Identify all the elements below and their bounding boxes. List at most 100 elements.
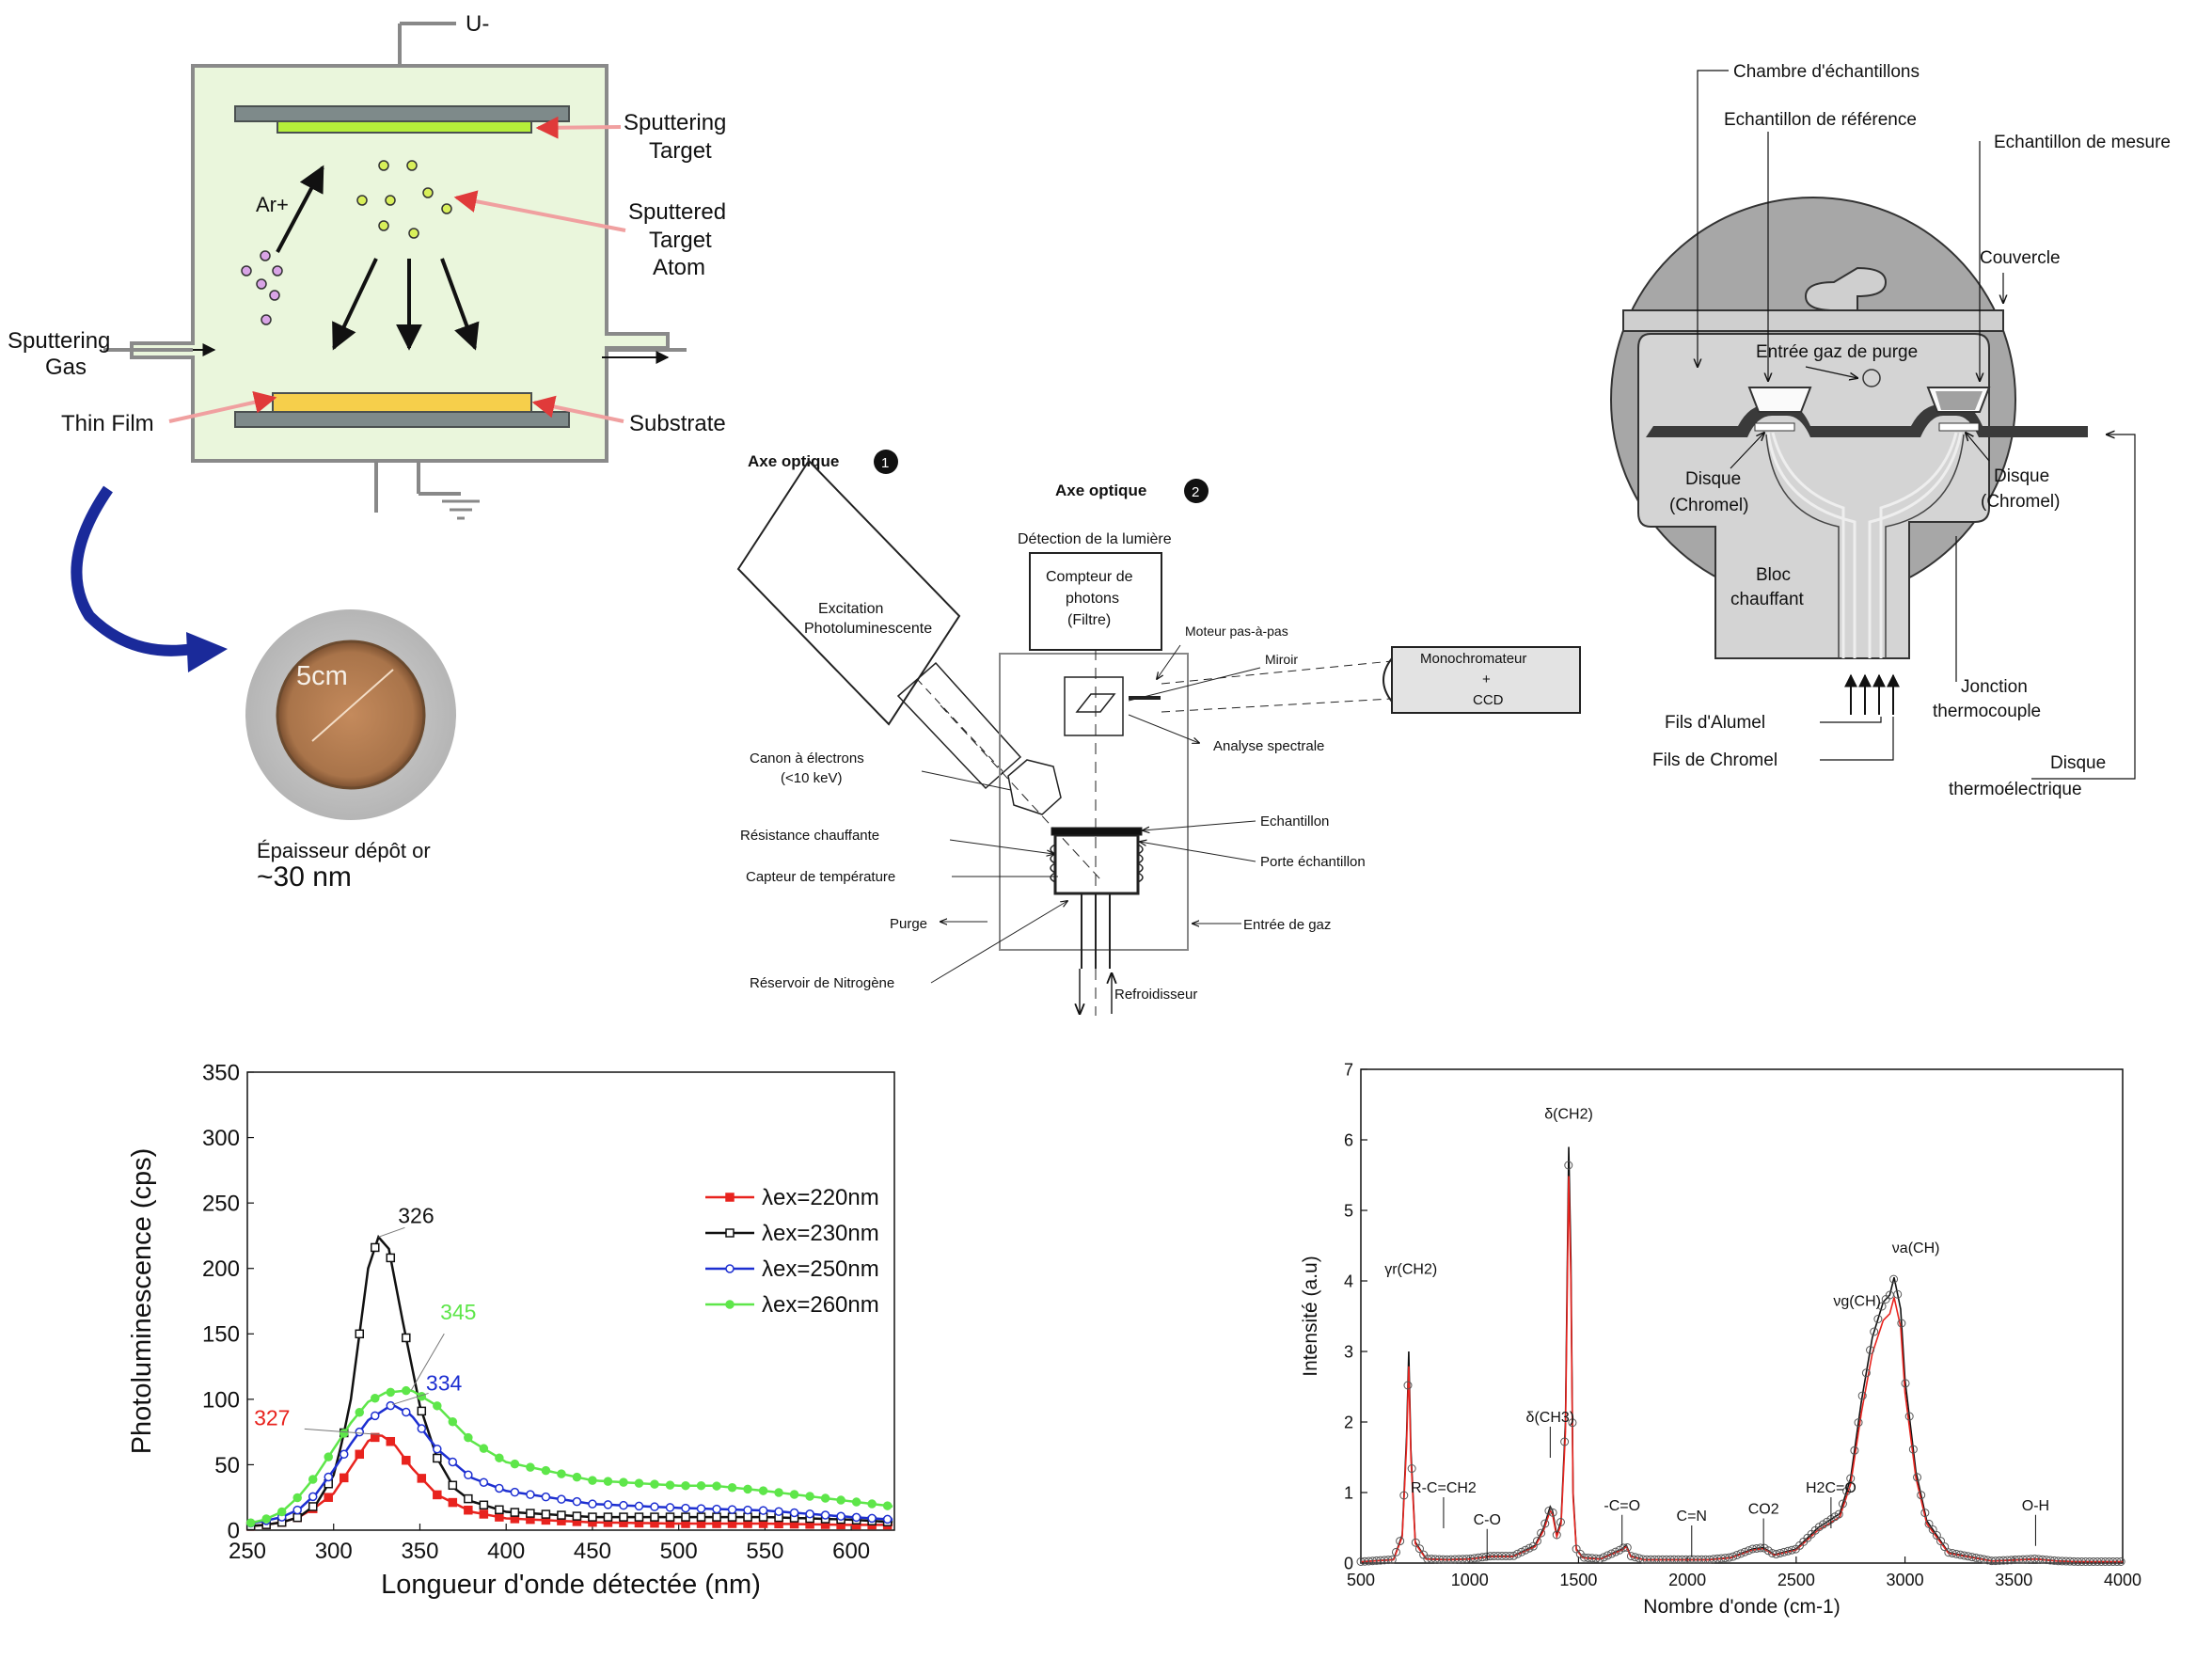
data-point xyxy=(634,1478,644,1488)
data-point xyxy=(479,1500,489,1510)
data-point xyxy=(1396,1537,1405,1546)
data-point xyxy=(292,1512,302,1523)
peak-annotation: C-O xyxy=(1474,1512,1501,1528)
right-chromel-disk xyxy=(1938,422,1980,432)
plot-frame xyxy=(246,1071,895,1531)
data-point xyxy=(495,1505,504,1515)
data-point xyxy=(1591,1554,1601,1563)
motor-label: Moteur pas-à-pas xyxy=(1185,624,1288,639)
sputtered-atoms xyxy=(356,160,452,239)
gun-label-1: Canon à électrons xyxy=(750,750,864,766)
data-point xyxy=(355,1408,365,1417)
y-tick-label: 2 xyxy=(1344,1413,1353,1431)
ground-symbol xyxy=(442,499,480,520)
mono-label-1: Monochromateur xyxy=(1420,651,1526,667)
data-point xyxy=(541,1509,551,1519)
data-point xyxy=(495,1512,504,1522)
data-point xyxy=(1971,1553,1981,1562)
data-point xyxy=(448,1497,458,1508)
x-tick-label: 450 xyxy=(574,1539,611,1564)
peak-label: 327 xyxy=(254,1405,290,1430)
peak-annotation: O-H xyxy=(2022,1498,2049,1514)
data-point xyxy=(1732,1550,1742,1559)
y-tick-label: 4 xyxy=(1344,1272,1353,1290)
purge-inlet-knob xyxy=(1804,266,1888,311)
peak-annotation: δ(CH2) xyxy=(1544,1107,1593,1123)
x-tick-label: 550 xyxy=(746,1539,783,1564)
peak-leader xyxy=(410,1333,445,1391)
data-point xyxy=(510,1508,520,1517)
data-point xyxy=(805,1509,814,1519)
peak-annotation: R-C=CH2 xyxy=(1411,1480,1477,1496)
data-point xyxy=(464,1432,473,1443)
target-label-2: Target xyxy=(649,138,712,164)
data-point xyxy=(371,1393,380,1403)
data-point xyxy=(1622,1543,1632,1552)
data-point xyxy=(619,1512,628,1522)
data-point xyxy=(1779,1547,1789,1556)
data-point xyxy=(851,1497,861,1507)
data-point xyxy=(1599,1553,1608,1562)
data-point xyxy=(1936,1537,1946,1546)
peak-annotation: νg(CH) xyxy=(1833,1293,1881,1309)
data-point xyxy=(526,1509,535,1518)
peak-annotation: -C=O xyxy=(1604,1498,1640,1514)
thermocouple-wire-edges xyxy=(1765,434,1965,658)
data-point xyxy=(1403,1381,1413,1390)
y-tick-label: 300 xyxy=(202,1126,240,1151)
data-point xyxy=(1744,1546,1753,1556)
data-point xyxy=(867,1513,877,1524)
axis2-label: Axe optique xyxy=(1055,482,1146,499)
data-point xyxy=(1940,1542,1950,1552)
holder-pointer xyxy=(1140,842,1256,862)
y-tick-label: 3 xyxy=(1344,1342,1353,1361)
atom-label-2: Target xyxy=(649,228,712,253)
measure-label: Echantillon de mesure xyxy=(1994,133,2171,152)
disk-right-label-1: Disque xyxy=(1994,466,2049,486)
data-point xyxy=(1407,1464,1416,1473)
mirror xyxy=(1075,693,1116,713)
data-point xyxy=(820,1510,830,1520)
voltage-label: U- xyxy=(466,11,489,37)
x-tick-label: 500 xyxy=(660,1539,698,1564)
block-label-1: Bloc xyxy=(1756,565,1791,585)
data-point xyxy=(386,1387,396,1398)
data-point xyxy=(1955,1550,1965,1559)
data-point xyxy=(355,1427,365,1437)
data-point xyxy=(1611,1547,1620,1556)
data-point xyxy=(402,1455,411,1465)
data-point xyxy=(495,1483,504,1493)
data-point xyxy=(650,1502,659,1511)
data-point xyxy=(836,1511,845,1522)
x-tick-label: 1000 xyxy=(1451,1571,1489,1589)
left-chromel-disk xyxy=(1754,422,1795,432)
data-point xyxy=(1920,1509,1930,1518)
data-point xyxy=(789,1508,799,1518)
data-point xyxy=(402,1385,411,1396)
peak-annotation: H2C=O xyxy=(1806,1480,1856,1496)
data-point xyxy=(603,1500,613,1509)
data-point xyxy=(386,1436,396,1446)
atom-pointer xyxy=(453,190,626,232)
plot-frame xyxy=(1360,1068,2124,1564)
sputtering-target xyxy=(276,120,532,134)
data-point xyxy=(696,1512,706,1522)
data-point xyxy=(479,1509,489,1519)
data-point xyxy=(1564,1161,1573,1170)
curved-arrow-head xyxy=(186,632,228,672)
y-tick-label: 0 xyxy=(228,1518,240,1543)
y-tick-label: 250 xyxy=(202,1192,240,1217)
data-point xyxy=(433,1453,442,1463)
data-point xyxy=(1951,1549,1961,1558)
atom-arrow-1 xyxy=(332,258,378,351)
data-point xyxy=(510,1487,520,1497)
data-point xyxy=(1521,1545,1530,1555)
data-point xyxy=(1525,1543,1534,1553)
data-point xyxy=(619,1477,628,1487)
peak-annotation: νa(CH) xyxy=(1892,1240,1940,1256)
peak-leader xyxy=(304,1428,381,1435)
sample xyxy=(1051,827,1143,836)
data-point xyxy=(464,1493,473,1504)
thickness-value: ~30 nm xyxy=(257,861,352,893)
